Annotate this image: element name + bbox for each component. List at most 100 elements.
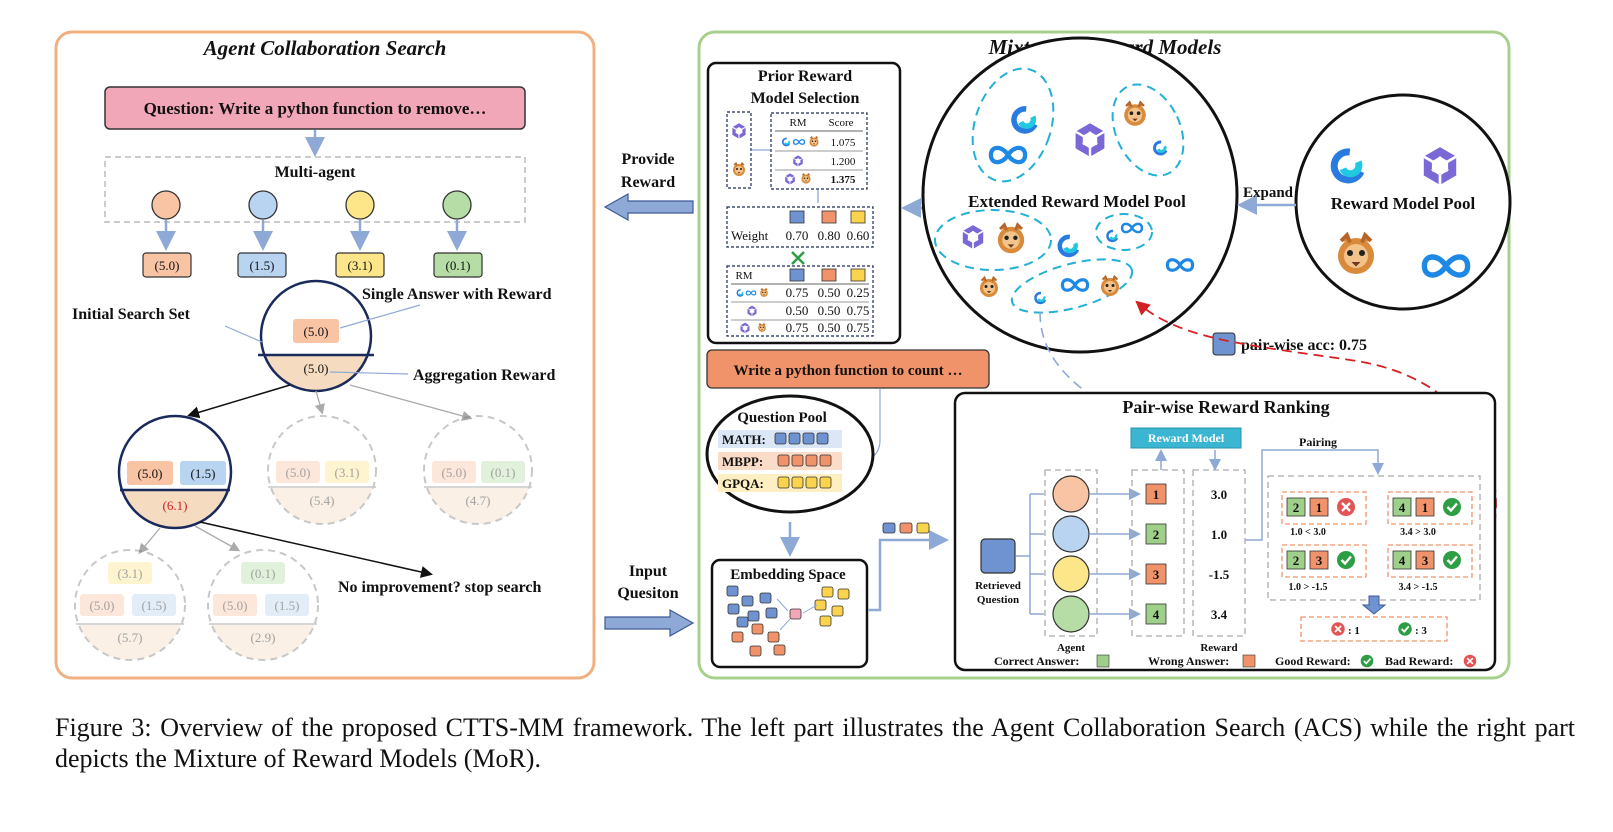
agent-circles xyxy=(151,190,472,220)
count-question-box xyxy=(706,349,990,389)
svg-text:0.50: 0.50 xyxy=(818,303,841,318)
svg-text:1.0: 1.0 xyxy=(1211,527,1227,542)
qp-math: MATH: xyxy=(722,432,766,447)
question-text: Question: Write a python function to rem… xyxy=(144,99,487,118)
l2b-answer-b: (1.5) xyxy=(275,598,300,613)
pairing-label: Pairing xyxy=(1299,435,1337,449)
legend-good: Good Reward: xyxy=(1275,654,1351,668)
embedding-space: Embedding Space xyxy=(710,558,869,669)
l2b-answer-a: (5.0) xyxy=(223,598,248,613)
svg-text:RM: RM xyxy=(735,270,752,282)
agent-2 xyxy=(248,190,278,220)
agent-3 xyxy=(345,190,375,220)
pair-3: 2 3 1.0 > -1.5 xyxy=(1281,544,1367,593)
multi-agent-box xyxy=(104,156,526,223)
l1c-answer-a: (5.0) xyxy=(442,465,467,480)
svg-text:3.4 > -1.5: 3.4 > -1.5 xyxy=(1398,582,1437,593)
pair-1: 2 1 1.0 < 3.0 xyxy=(1281,491,1367,538)
single-answer-label: Single Answer with Reward xyxy=(362,286,552,303)
svg-text:3.4: 3.4 xyxy=(1211,607,1228,622)
l2b-agg: (2.9) xyxy=(251,630,276,645)
prior-score-1: 1.075 xyxy=(831,137,856,149)
level2-node-b: (0.1) (5.0) (1.5) (2.9) xyxy=(207,549,319,661)
svg-text:2: 2 xyxy=(1293,500,1300,515)
l2a-answer-a: (5.0) xyxy=(90,598,115,613)
framework-diagram: Agent Collaboration Search Question: Wri… xyxy=(54,30,1512,680)
svg-text:0.50: 0.50 xyxy=(818,320,841,335)
initial-search-set-label: Initial Search Set xyxy=(72,306,191,323)
svg-text:4: 4 xyxy=(1153,607,1160,622)
input-question-arrow: Input Quesiton xyxy=(604,563,695,638)
svg-text:Reward: Reward xyxy=(621,174,675,191)
tally-good: : 3 xyxy=(1415,625,1427,637)
svg-text:0.70: 0.70 xyxy=(786,228,809,243)
svg-text:Agent: Agent xyxy=(1057,642,1085,654)
provide-reward-arrow: Provide Reward xyxy=(603,151,694,222)
svg-text:1: 1 xyxy=(1422,500,1429,515)
svg-text:Score: Score xyxy=(828,117,853,129)
root-agg: (5.0) xyxy=(304,361,329,376)
svg-text:0.75: 0.75 xyxy=(847,320,870,335)
l1c-answer-b: (0.1) xyxy=(491,465,516,480)
agent-reward-1: (5.0) xyxy=(155,258,180,273)
svg-text:Model Selection: Model Selection xyxy=(751,90,860,107)
reward-model-label: Reward Model xyxy=(1148,431,1225,445)
svg-text:-1.5: -1.5 xyxy=(1209,567,1230,582)
svg-text:Prior Reward: Prior Reward xyxy=(758,68,852,85)
question-pool: Question Pool MATH: MBPP: GPQA: xyxy=(705,394,875,514)
svg-text:0.50: 0.50 xyxy=(818,285,841,300)
question-box xyxy=(104,86,526,130)
stop-search-label: No improvement? stop search xyxy=(338,579,541,596)
weight-label: Weight xyxy=(731,228,769,243)
legend-correct: Correct Answer: xyxy=(994,654,1079,668)
level2-node-a: (3.1) (5.0) (1.5) (5.7) xyxy=(74,549,186,661)
legend-bad: Bad Reward: xyxy=(1385,654,1453,668)
root-answer: (5.0) xyxy=(304,324,329,339)
acs-title: Agent Collaboration Search xyxy=(202,36,447,60)
svg-text:RM: RM xyxy=(789,117,806,129)
svg-text:0.50: 0.50 xyxy=(786,303,809,318)
svg-text:Retrieved: Retrieved xyxy=(975,580,1021,592)
l2a-answer-b: (1.5) xyxy=(142,598,167,613)
agent-reward-2: (1.5) xyxy=(250,258,275,273)
pair-4: 4 3 3.4 > -1.5 xyxy=(1387,544,1473,593)
left-panel: Agent Collaboration Search Question: Wri… xyxy=(54,30,596,680)
reward-model-pool-circle: Reward Model Pool xyxy=(1294,93,1512,311)
svg-text:0.75: 0.75 xyxy=(847,303,870,318)
svg-text:2: 2 xyxy=(1153,527,1160,542)
svg-text:Provide: Provide xyxy=(621,151,674,168)
agent-4 xyxy=(442,190,472,220)
svg-text:3: 3 xyxy=(1153,567,1160,582)
svg-text:Embedding Space: Embedding Space xyxy=(730,567,846,583)
reward-pool-label: Reward Model Pool xyxy=(1331,194,1476,213)
multi-agent-label: Multi-agent xyxy=(275,164,357,181)
svg-text:Question: Question xyxy=(977,594,1019,606)
l1b-answer-b: (3.1) xyxy=(335,465,360,480)
tally-bad: : 1 xyxy=(1348,625,1360,637)
agent-reward-4: (0.1) xyxy=(446,258,471,273)
l1b-agg: (5.4) xyxy=(310,493,335,508)
pairwise-acc-label: pair-wise acc: 0.75 xyxy=(1241,337,1367,354)
aggregation-reward-label: Aggregation Reward xyxy=(413,367,555,384)
agent-1 xyxy=(151,190,181,220)
svg-text:1: 1 xyxy=(1316,500,1323,515)
svg-text:3.4 > 3.0: 3.4 > 3.0 xyxy=(1400,527,1436,538)
svg-text:4: 4 xyxy=(1399,553,1406,568)
svg-text:Question Pool: Question Pool xyxy=(737,410,827,426)
svg-text:4: 4 xyxy=(1399,500,1406,515)
l1a-answer-a: (5.0) xyxy=(138,466,163,481)
extended-pool-circle: Extended Reward Model Pool xyxy=(921,36,1239,354)
prior-score-3: 1.375 xyxy=(831,174,856,186)
expand-label: Expand xyxy=(1243,185,1294,201)
prior-score-2: 1.200 xyxy=(831,156,856,168)
l1c-agg: (4.7) xyxy=(466,493,491,508)
qp-gpqa: GPQA: xyxy=(722,476,764,491)
l1b-answer-a: (5.0) xyxy=(286,465,311,480)
svg-text:3.0: 3.0 xyxy=(1211,487,1227,502)
l1a-agg: (6.1) xyxy=(163,498,188,513)
svg-text:Input: Input xyxy=(629,563,668,580)
ranking-title: Pair-wise Reward Ranking xyxy=(1122,397,1329,417)
svg-text:0.75: 0.75 xyxy=(786,285,809,300)
svg-text:1.0 > -1.5: 1.0 > -1.5 xyxy=(1288,582,1327,593)
qp-mbpp: MBPP: xyxy=(722,454,763,469)
